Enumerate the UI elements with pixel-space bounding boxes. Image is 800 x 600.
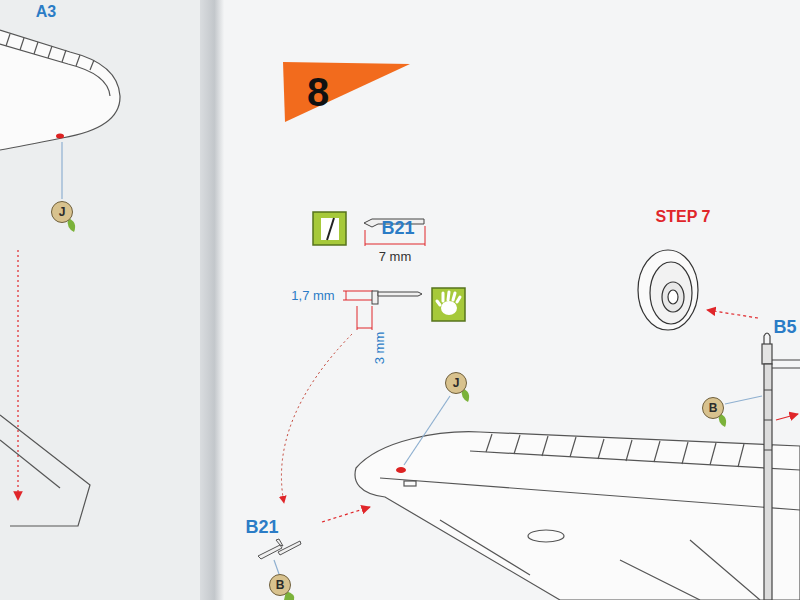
- strut-drawing: [762, 333, 800, 600]
- dimension-bracket: [343, 291, 373, 300]
- callout-letter: J: [59, 206, 66, 218]
- wheel-drawing: [638, 250, 698, 330]
- wing-tip-left: [0, 30, 120, 150]
- callout-circle: B: [702, 397, 724, 419]
- part-number: B21: [245, 518, 278, 538]
- step-number: 8: [307, 70, 329, 114]
- part-number: B5: [773, 318, 796, 338]
- assembly-arrow: [322, 507, 370, 522]
- callout-letter: B: [276, 579, 285, 591]
- callout-circle: J: [51, 201, 73, 223]
- mount-hole: [396, 467, 406, 473]
- part-drawing: [258, 539, 301, 559]
- dimension: 1,7 mm: [291, 289, 334, 303]
- dimension: 7 mm: [379, 250, 412, 264]
- step-banner: [283, 62, 410, 122]
- assembly-arrow: [776, 414, 798, 420]
- assembly-arrow: [281, 334, 352, 503]
- callout-circle: B: [269, 574, 291, 596]
- assembly-arrow: [17, 250, 18, 500]
- part-drawing: [378, 292, 422, 296]
- hand-icon: [441, 301, 457, 315]
- step-reference: STEP 7: [656, 208, 711, 226]
- leader-line: [725, 396, 762, 404]
- assembly-arrow: [707, 310, 758, 318]
- wing-drawing: [355, 432, 800, 600]
- mount-hole: [56, 134, 64, 139]
- cut-icon: [321, 218, 339, 240]
- part-number: A3: [36, 3, 56, 21]
- leader-line: [274, 560, 279, 574]
- leader-line: [61, 142, 62, 199]
- leader-line: [404, 396, 450, 465]
- hand-icon: [432, 288, 465, 321]
- dimension: 3 mm: [373, 332, 387, 365]
- part-number: B21: [381, 219, 414, 239]
- callout-letter: J: [453, 377, 460, 389]
- callout-circle: J: [445, 372, 467, 394]
- part-drawing: [372, 291, 378, 304]
- right-page: [224, 0, 800, 600]
- part-outline-left: [0, 415, 90, 526]
- left-page: [0, 0, 205, 600]
- dimension-bracket: [357, 306, 372, 330]
- page-fold: [200, 0, 224, 600]
- callout-letter: B: [709, 402, 718, 414]
- cut-icon: [327, 218, 334, 240]
- cut-icon: [313, 212, 346, 245]
